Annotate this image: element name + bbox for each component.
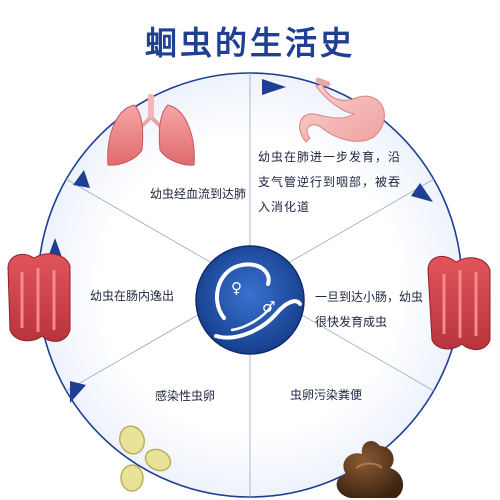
page-title: 蛔虫的生活史 <box>144 24 355 62</box>
cycle-arrow-icon <box>411 183 433 202</box>
eggs-icon <box>118 425 172 492</box>
hub-outline <box>195 245 305 355</box>
stage-label-feces: 虫卵污染粪便 <box>290 388 363 402</box>
cycle-arrow-icon <box>70 381 86 403</box>
hub <box>196 246 304 354</box>
stage-label-eggs: 感染性虫卵 <box>155 389 216 403</box>
intestine-icon <box>7 253 71 342</box>
stage-label-intestine-escape: 幼虫在肠内逸出 <box>90 289 175 303</box>
feces-icon <box>336 440 404 498</box>
stomach-icon <box>299 77 385 143</box>
worm-icon <box>214 262 302 340</box>
stage-label-small-intestine: 一旦到达小肠，幼虫很快发育成虫 <box>315 290 424 329</box>
male-symbol: ♂ <box>262 298 275 316</box>
cycle-arrow-icon <box>262 79 286 95</box>
female-symbol: ♀ <box>231 279 242 297</box>
cycle-arrow-icon <box>73 170 90 188</box>
stage-label-lung: 幼虫经血流到达肺 <box>150 187 247 201</box>
stage-label-stomach: 幼虫在肺进一步发育，沿支气管逆行到咽部，被吞入消化道 <box>258 150 402 214</box>
intestine-icon <box>427 255 491 350</box>
lungs-icon <box>107 94 195 166</box>
